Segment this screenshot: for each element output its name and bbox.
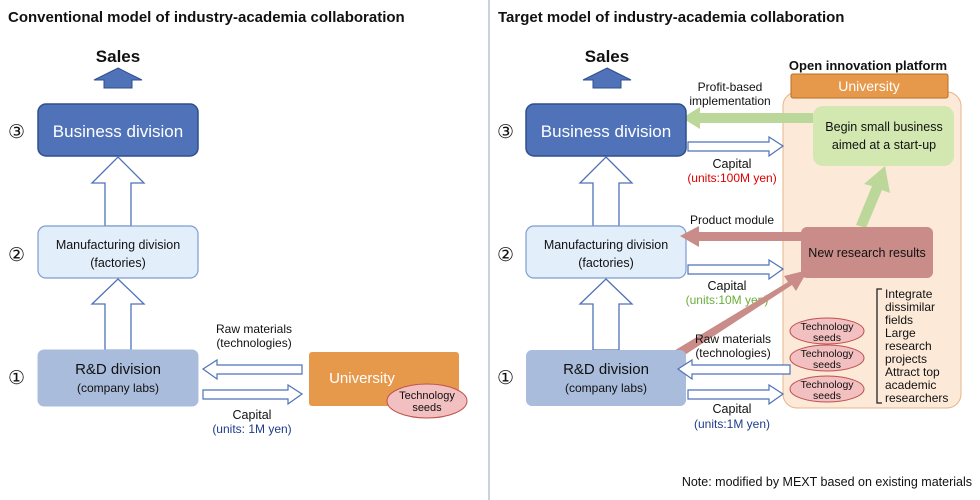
right-rd-box [526,350,686,406]
right-number-3: ③ [497,122,514,143]
left-number-1: ① [8,368,25,389]
seeds-1-sub: seeds [813,332,841,344]
startup-box [813,106,954,166]
list-line-6: projects [885,352,927,366]
research-results-box [801,227,933,278]
right-raw-materials-arrow [676,358,791,381]
list-bracket [876,288,882,404]
platform-title: Open innovation platform [789,58,947,73]
right-sales-label: Sales [585,47,629,66]
left-sales-arrow [93,67,143,89]
green-arrow-research-to-startup [856,166,890,228]
right-sales-arrow [582,67,632,89]
left-arrow-mfg-to-business [90,156,146,227]
right-arrow-mfg-to-business [578,156,634,227]
left-capital-label: Capital [233,408,272,422]
capital-bottom-label: Capital [713,402,752,416]
left-seeds-label: Technology [399,390,455,402]
left-raw-materials-sub: (technologies) [216,336,291,350]
seeds-2-sub: seeds [813,359,841,371]
left-capital-arrow [202,383,304,406]
left-university-label: University [329,370,395,387]
right-number-1: ① [497,368,514,389]
red-arrow-product-module [680,226,803,247]
capital-bottom-arrow [687,383,785,406]
capital-top-label: Capital [713,157,752,171]
left-business-box [37,103,199,157]
right-business-box [525,103,687,157]
list-line-2: dissimilar [885,300,935,314]
seeds-1-label: Technology [800,321,854,333]
startup-label: Begin small business [825,120,942,134]
seeds-3-sub: seeds [813,390,841,402]
platform-benefits-list: Integrate dissimilar fields Large resear… [885,287,948,405]
left-sales-label: Sales [96,47,140,66]
left-raw-materials-arrow [201,358,303,381]
capital-top-arrow [687,135,785,158]
right-university-label: University [838,78,899,94]
capital-mid-units: (units:10M yen) [686,293,769,307]
right-manufacturing-sub: (factories) [578,256,634,270]
list-line-1: Integrate [885,287,933,301]
profit-label: Profit-based [698,80,763,94]
left-business-label: Business division [53,122,183,141]
right-arrow-rd-to-mfg [578,278,634,351]
left-capital-units: (units: 1M yen) [212,422,291,436]
startup-sub: aimed at a start-up [832,138,936,152]
right-university-header [790,73,949,99]
green-arrow-startup-to-business [682,107,813,129]
list-line-9: researchers [885,391,948,405]
seeds-2-label: Technology [800,348,854,360]
profit-sub: implementation [689,94,770,108]
left-raw-materials-label: Raw materials [216,322,292,336]
left-number-2: ② [8,245,25,266]
research-results-label: New research results [808,246,925,260]
left-rd-sub: (company labs) [77,381,159,395]
list-line-8: academic [885,378,936,392]
product-module-label: Product module [690,213,774,227]
right-raw-materials-sub: (technologies) [695,346,770,360]
right-raw-materials-label: Raw materials [695,332,771,346]
red-arrow-rd-to-research [672,270,808,360]
capital-top-units: (units:100M yen) [687,171,776,185]
list-line-4: Large [885,326,916,340]
left-seeds-sub: seeds [412,402,442,414]
capital-mid-label: Capital [708,279,747,293]
capital-mid-arrow [687,258,785,281]
right-title: Target model of industry-academia collab… [498,9,844,26]
left-rd-label: R&D division [75,361,161,378]
right-business-label: Business division [541,122,671,141]
right-rd-label: R&D division [563,361,649,378]
source-note: Note: modified by MEXT based on existing… [682,475,972,489]
left-rd-box [37,349,199,407]
capital-bottom-units: (units:1M yen) [694,417,770,431]
list-line-7: Attract top [885,365,940,379]
left-number-3: ③ [8,122,25,143]
left-technology-seeds [386,383,468,419]
seeds-3-label: Technology [800,379,854,391]
list-line-5: research [885,339,932,353]
right-technology-seeds-2 [789,344,865,372]
left-manufacturing-sub: (factories) [90,256,146,270]
right-number-2: ② [497,245,514,266]
right-rd-sub: (company labs) [565,381,647,395]
right-manufacturing-label: Manufacturing division [544,238,668,252]
list-line-3: fields [885,313,913,327]
right-manufacturing-box [525,225,687,279]
left-manufacturing-label: Manufacturing division [56,238,180,252]
left-arrow-rd-to-mfg [90,278,146,351]
right-technology-seeds-3 [789,375,865,403]
left-manufacturing-box [37,225,199,279]
left-title: Conventional model of industry-academia … [8,9,405,26]
right-technology-seeds-1 [789,317,865,345]
